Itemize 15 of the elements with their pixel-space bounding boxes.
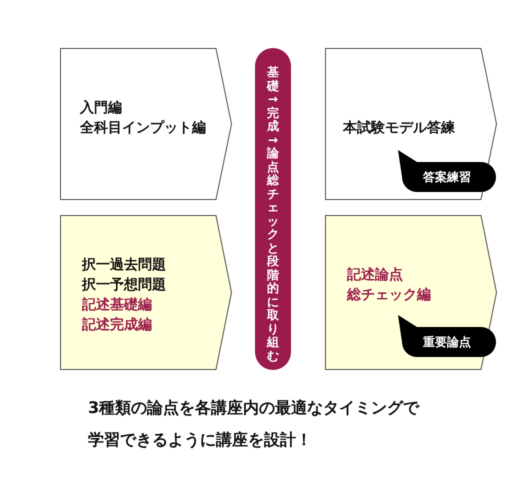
box-text: 択一予想問題 — [82, 276, 166, 295]
box-text: 記述基礎編 — [82, 296, 152, 315]
box-text: 択一過去問題 — [82, 256, 166, 275]
box-text: 本試験モデル答練 — [343, 119, 455, 138]
caption-text: 3種類の論点を各講座内の最適なタイミングで — [88, 398, 420, 419]
box-text: 記述完成編 — [82, 316, 152, 335]
box-text: 入門編 — [80, 99, 122, 118]
box-text: 記述論点 — [347, 266, 403, 285]
box-text: 総チェック編 — [347, 286, 431, 305]
bubble-text: 重要論点 — [422, 334, 472, 351]
bubble-text: 答案練習 — [422, 169, 472, 186]
banner-text: 基礎→完成→論点総チェックと段階的に取り組む — [266, 66, 280, 363]
box-text: 全科目インプット編 — [80, 119, 206, 138]
caption-text: 学習できるように講座を設計！ — [88, 430, 312, 451]
vertical-banner — [255, 48, 291, 370]
